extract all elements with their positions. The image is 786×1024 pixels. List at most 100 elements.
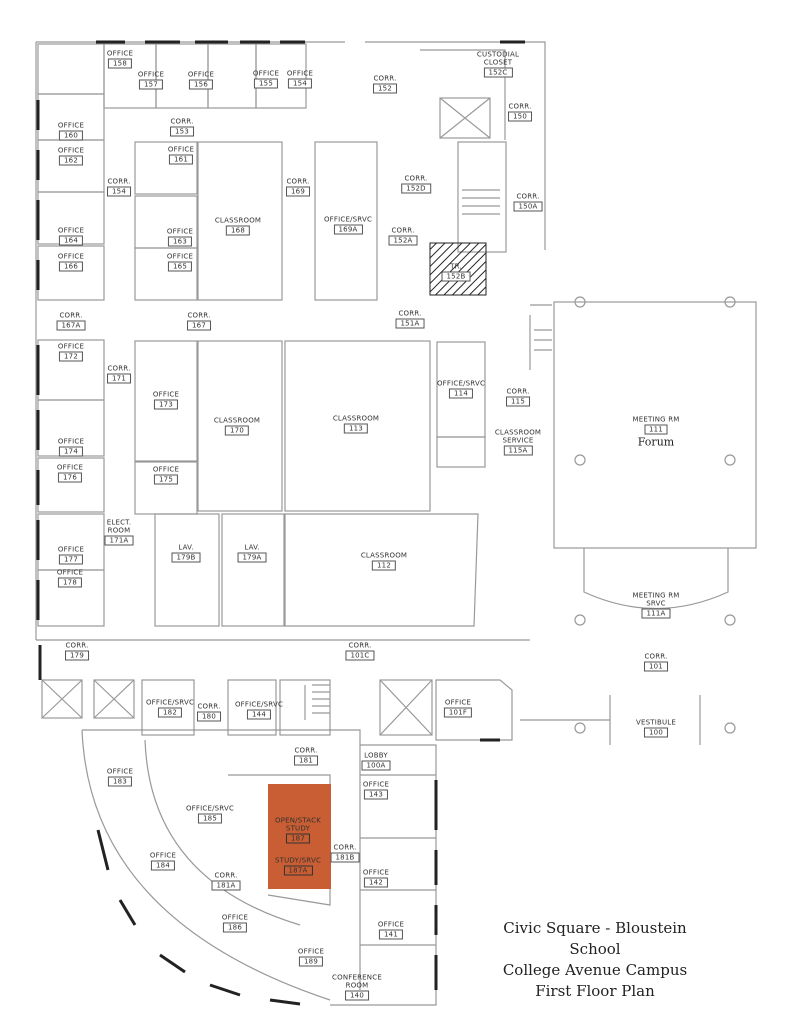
room-153[interactable]: CORR.153 [170,118,194,137]
room-name: CUSTODIAL [476,50,520,59]
room-180[interactable]: CORR.180 [197,703,221,722]
room-name: OFFICE [167,145,195,154]
room-number: 112 [372,560,396,571]
room-name: CORR. [107,364,131,373]
room-name: OFFICE [152,465,180,474]
room-152d[interactable]: CORR.152D [401,175,431,194]
room-number: 173 [154,399,178,410]
room-181b[interactable]: CORR.181B [330,844,360,863]
tr-hatched-area [429,242,487,296]
room-number: 174 [59,446,83,457]
room-150[interactable]: CORR.150 [508,103,532,122]
room-101[interactable]: CORR.101 [644,653,668,672]
room-115[interactable]: CORR.115 [506,388,530,407]
room-150a[interactable]: CORR.150A [513,193,543,212]
room-name: SRVC [646,599,666,608]
room-number: 115A [503,445,533,456]
room-number: 189 [299,956,323,967]
room-169[interactable]: CORR.169 [286,178,310,197]
room-167[interactable]: CORR.167 [187,312,211,331]
room-name: OPEN/STACK [274,816,322,825]
room-number: 175 [154,474,178,485]
room-167a[interactable]: CORR.167A [56,312,86,331]
room-181[interactable]: CORR.181 [294,747,318,766]
room-151a[interactable]: CORR.151A [395,310,425,329]
room-name: OFFICE [57,342,85,351]
room-number: 179B [171,552,201,563]
forum-label: Forum [637,435,675,449]
room-number: 182 [158,707,182,718]
room-number: 111A [641,608,671,619]
room-name: LOBBY [364,751,388,760]
room-152[interactable]: CORR.152 [373,75,397,94]
room-number: 164 [59,235,83,246]
room-number: 163 [168,236,192,247]
room-101c[interactable]: CORR.101C [345,642,375,661]
room-name: LAV. [244,543,260,552]
room-number: 100A [361,760,391,771]
room-number: 158 [108,58,132,69]
room-name: OFFICE [362,868,390,877]
room-179a[interactable]: LAV.179A [237,543,267,563]
room-181a[interactable]: CORR.181A [211,872,241,891]
room-152b[interactable]: TR.152B [441,263,471,282]
room-152a[interactable]: CORR.152A [388,227,418,246]
room-171[interactable]: CORR.171 [107,365,131,384]
room-number: 101C [345,650,375,661]
room-number: 178 [58,577,82,588]
room-179[interactable]: CORR.179 [65,642,89,661]
room-name: OFFICE [377,920,405,929]
room-154[interactable]: CORR.154 [107,178,131,197]
room-number: 157 [139,79,163,90]
room-name: OFFICE [297,947,325,956]
room-179b[interactable]: LAV.179B [171,544,201,563]
